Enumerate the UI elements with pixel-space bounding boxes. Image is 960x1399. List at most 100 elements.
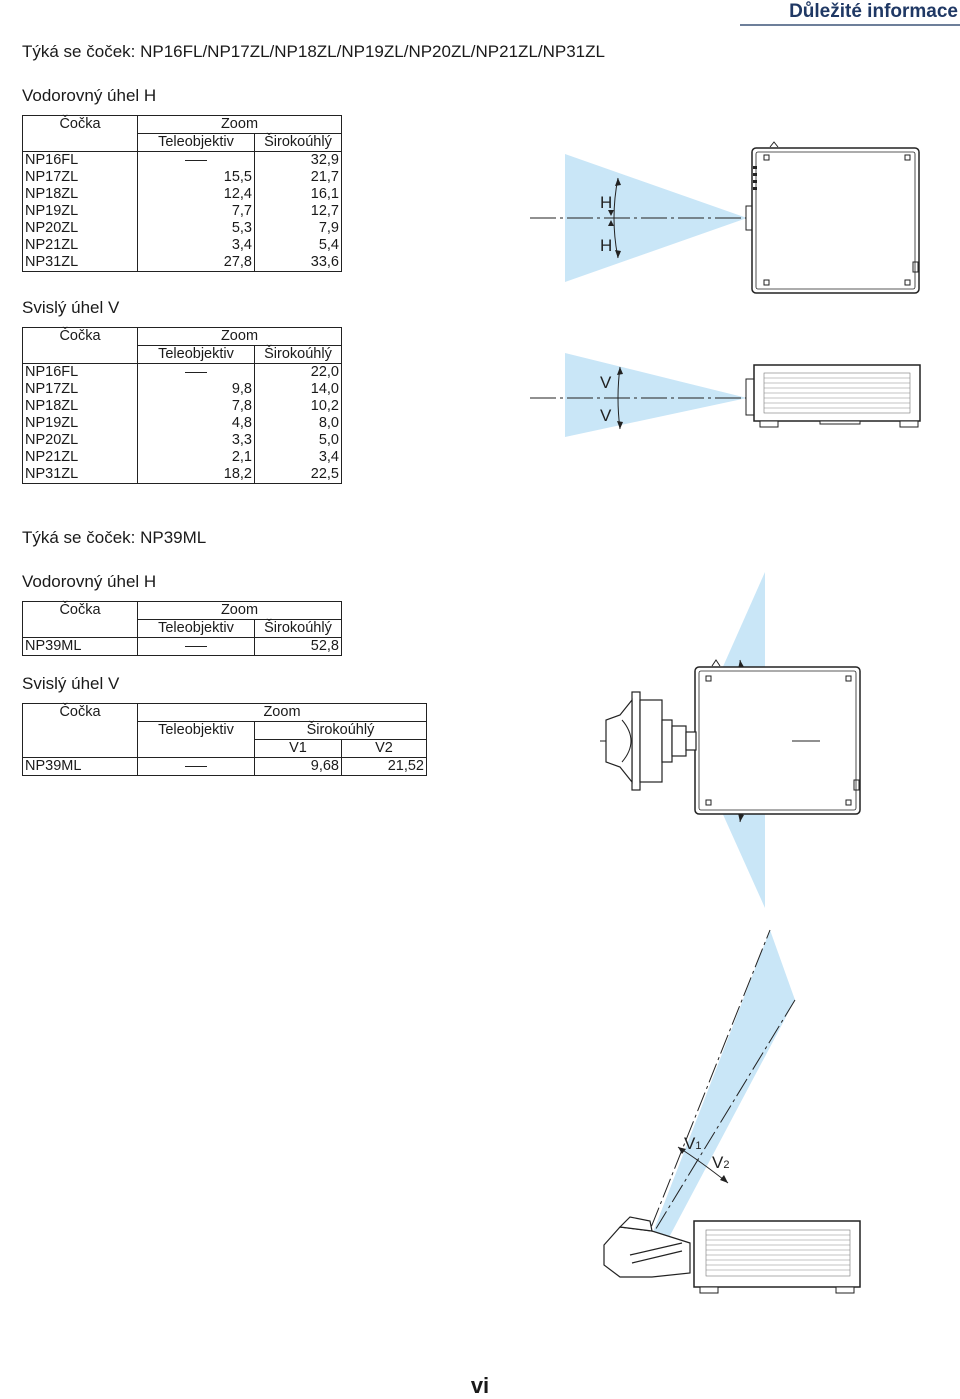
projector-inner-outline xyxy=(755,151,916,290)
table-row: NP16FL 32,9 xyxy=(22,151,342,169)
label-v2-sub: 2 xyxy=(723,1159,729,1171)
lens-curve xyxy=(621,719,632,763)
table-row: NP21ZL 2,1 3,4 xyxy=(22,449,342,466)
h2-col-tele: Teleobjektiv xyxy=(137,619,255,638)
corner-mark xyxy=(845,799,852,806)
wide-value: 3,4 xyxy=(254,449,342,466)
h2-col-lens: Čočka xyxy=(22,601,138,638)
arrow-icon xyxy=(738,813,744,822)
table-row: NP21ZL 3,4 5,4 xyxy=(22,237,342,254)
wide-value: 52,8 xyxy=(254,637,342,656)
wide-value: 8,0 xyxy=(254,415,342,432)
arrow-icon xyxy=(615,178,621,186)
tele-value: 5,3 xyxy=(137,220,255,237)
table-row: NP20ZL 3,3 5,0 xyxy=(22,432,342,449)
wide-value: 12,7 xyxy=(254,203,342,220)
mirror-lens-unit xyxy=(603,1216,691,1278)
label-v1-letter: V xyxy=(684,1134,696,1153)
table-row: NP16FL 22,0 xyxy=(22,363,342,381)
v2-col-tele: Teleobjektiv xyxy=(137,721,255,758)
corner-mark xyxy=(904,279,911,286)
lens-name: NP19ZL xyxy=(22,415,138,432)
v2-col-zoom: Zoom xyxy=(137,703,427,722)
section1-v-title: Svislý úhel V xyxy=(22,298,120,317)
table-row: NP20ZL 5,3 7,9 xyxy=(22,220,342,237)
table-row: NP39ML 9,68 21,52 xyxy=(22,757,427,776)
tele-value xyxy=(137,151,255,169)
table-row: NP19ZL 4,8 8,0 xyxy=(22,415,342,432)
corner-mark xyxy=(845,675,852,682)
h2-col-zoom: Zoom xyxy=(137,601,342,620)
corner-mark xyxy=(904,154,911,161)
lens-name: NP20ZL xyxy=(22,220,138,237)
table-row: NP17ZL 15,5 21,7 xyxy=(22,169,342,186)
tele-value xyxy=(137,637,255,656)
h2-col-wide: Širokoúhlý xyxy=(254,619,342,638)
lens-name: NP17ZL xyxy=(22,381,138,398)
projector-body xyxy=(751,147,920,294)
projector-inner-outline xyxy=(698,670,857,811)
lens-front xyxy=(745,378,755,416)
arrow-icon xyxy=(617,367,623,375)
label-h-top: H xyxy=(600,193,612,212)
tele-value: 4,8 xyxy=(137,415,255,432)
dash-icon xyxy=(185,371,207,373)
vent-grille xyxy=(705,1229,851,1277)
label-v-top: V xyxy=(600,373,612,392)
h-col-lens: Čočka xyxy=(22,115,138,152)
tele-value: 7,7 xyxy=(137,203,255,220)
label-v2-letter: V xyxy=(712,1153,724,1172)
arrow-icon xyxy=(608,210,614,216)
diagram-top-view-h: H H xyxy=(530,141,920,294)
h-col-zoom: Zoom xyxy=(137,115,342,134)
arrow-icon xyxy=(608,220,614,226)
wide-value: 21,7 xyxy=(254,169,342,186)
wide-value: 22,0 xyxy=(254,363,342,381)
diagram-np39ml-top-view: H H xyxy=(600,572,861,908)
section1-h-title: Vodorovný úhel H xyxy=(22,86,157,105)
side-port xyxy=(912,261,919,273)
v-col-lens: Čočka xyxy=(22,327,138,364)
table-row: NP31ZL 18,2 22,5 xyxy=(22,466,342,484)
v2-value: 21,52 xyxy=(341,757,427,776)
foot xyxy=(759,420,779,428)
mirror-lens-unit xyxy=(605,691,697,791)
diagram-np39ml-side-view: V1 V2 xyxy=(603,929,861,1294)
table-row: NP17ZL 9,8 14,0 xyxy=(22,381,342,398)
table-row: NP39ML 52,8 xyxy=(22,637,342,656)
lens-name: NP20ZL xyxy=(22,432,138,449)
tele-value: 7,8 xyxy=(137,398,255,415)
table-row: NP18ZL 7,8 10,2 xyxy=(22,398,342,415)
v1-value: 9,68 xyxy=(254,757,342,776)
header-rule xyxy=(740,24,960,26)
wide-value: 33,6 xyxy=(254,254,342,272)
v2-col-v2: V2 xyxy=(341,739,427,758)
wide-value: 16,1 xyxy=(254,186,342,203)
corner-mark xyxy=(763,279,770,286)
lens-name: NP16FL xyxy=(22,151,138,169)
top-marker-icon xyxy=(769,141,779,148)
section2-v-table: Čočka Zoom Teleobjektiv Širokoúhlý V1 V2… xyxy=(22,703,427,776)
tele-value: 18,2 xyxy=(137,466,255,484)
section2-title: Týká se čoček: NP39ML xyxy=(22,528,207,547)
button-column xyxy=(753,166,757,190)
tele-value: 3,3 xyxy=(137,432,255,449)
section1-v-table: Čočka Zoom Teleobjektiv Širokoúhlý NP16F… xyxy=(22,327,342,484)
angle-arc xyxy=(613,177,619,259)
label-v2: V2 xyxy=(712,1153,729,1172)
foot xyxy=(899,420,919,428)
section1-h-table: Čočka Zoom Teleobjektiv Širokoúhlý NP16F… xyxy=(22,115,342,272)
vent-lines xyxy=(706,1234,850,1271)
dash-icon xyxy=(185,159,207,161)
lens-name: NP31ZL xyxy=(22,466,138,484)
v-col-tele: Teleobjektiv xyxy=(137,345,255,364)
lens-name: NP18ZL xyxy=(22,398,138,415)
dash-icon xyxy=(185,645,207,647)
wide-value: 32,9 xyxy=(254,151,342,169)
lens-name: NP39ML xyxy=(22,757,138,776)
table-row: NP18ZL 12,4 16,1 xyxy=(22,186,342,203)
label-v1-sub: 1 xyxy=(695,1140,701,1152)
vent-lines xyxy=(764,377,910,409)
h-col-wide: Širokoúhlý xyxy=(254,133,342,152)
v2-col-wide: Širokoúhlý xyxy=(254,721,427,740)
